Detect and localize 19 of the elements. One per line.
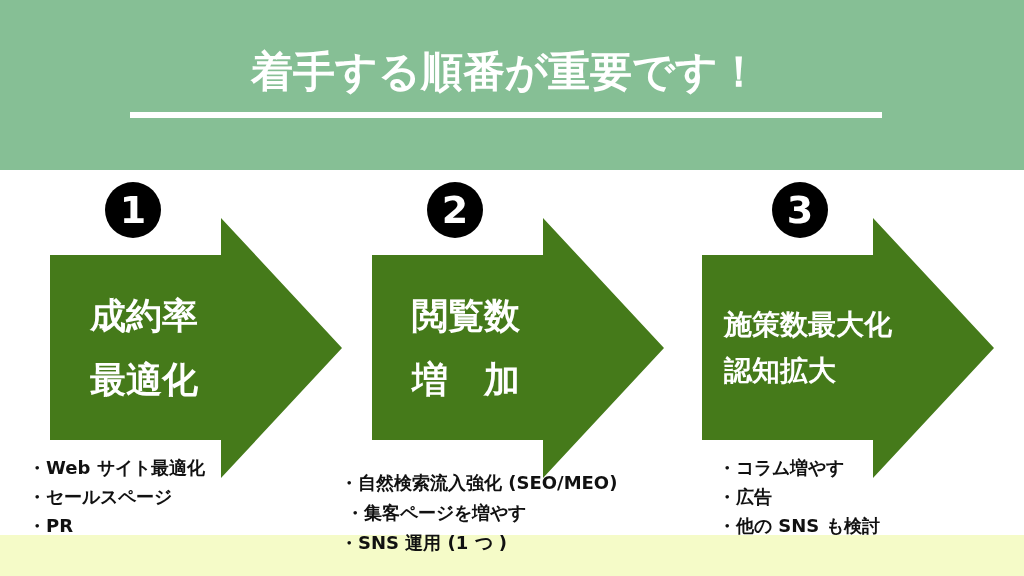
bullet-item: ・他の SNS も検討 [718,514,880,538]
bullet-item: ・Web サイト最適化 [28,456,205,480]
title: 着手する順番が重要です！ [249,46,761,98]
bullet-item: ・コラム増やす [718,456,844,480]
bullet-item: ・広告 [718,485,772,509]
step-number: 3 [772,182,828,238]
step-label: 認知拡大 [724,352,837,389]
bullet-item: ・PR [28,514,74,538]
step-label: 増 加 [412,357,521,402]
step-label: 成約率 [90,293,199,338]
step-label: 最適化 [90,357,199,402]
bullet-item: ・集客ページを増やす [346,501,526,525]
step-number: 1 [105,182,161,238]
bullet-item: ・自然検索流入強化 (SEO/MEO) [340,471,618,495]
bullet-item: ・セールスページ [28,485,172,509]
bullet-item: ・SNS 運用 (1 つ ) [340,531,508,555]
step-label: 施策数最大化 [724,306,893,343]
step-number: 2 [427,182,483,238]
step-label: 閲覧数 [412,293,521,338]
